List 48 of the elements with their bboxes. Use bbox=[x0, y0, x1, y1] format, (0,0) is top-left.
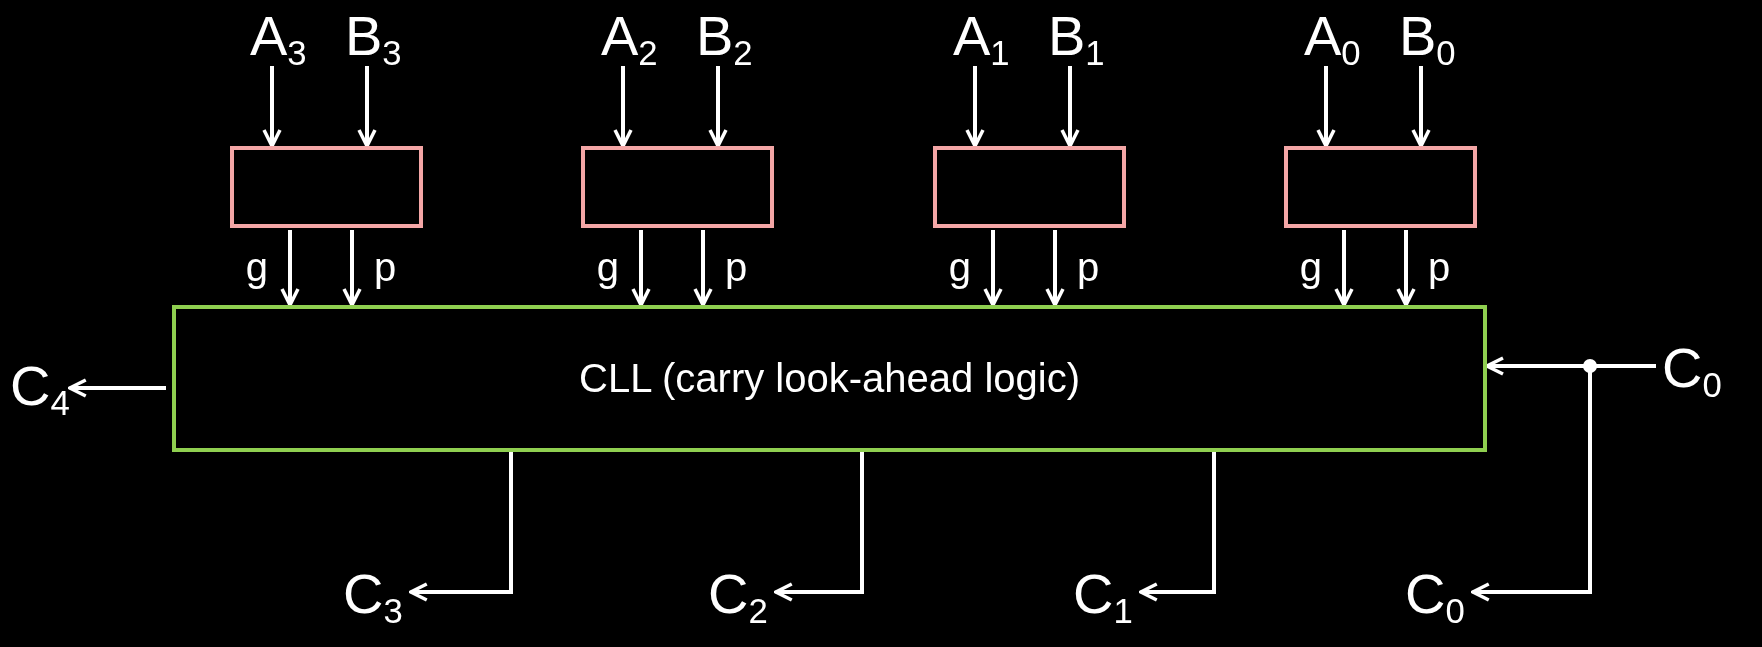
edge-label: p bbox=[374, 247, 397, 287]
arrow bbox=[1396, 230, 1416, 307]
signal-label: B$_{3}$ bbox=[345, 8, 402, 64]
edge-label: p bbox=[1077, 247, 1100, 287]
signal-label: C$_{1}$ bbox=[1073, 566, 1133, 622]
signal-label: A$_{2}$ bbox=[601, 8, 658, 64]
signal-label: A$_{1}$ bbox=[953, 8, 1010, 64]
arrow bbox=[774, 452, 864, 602]
arrow bbox=[693, 230, 713, 307]
arrow bbox=[1411, 66, 1431, 148]
edge-label: g bbox=[1299, 247, 1322, 287]
arrow bbox=[965, 66, 985, 148]
arrow bbox=[409, 452, 513, 602]
signal-label: B$_{2}$ bbox=[696, 8, 753, 64]
signal-label: A$_{3}$ bbox=[250, 8, 307, 64]
edge-label: p bbox=[725, 247, 748, 287]
arrow bbox=[631, 230, 651, 307]
logic-block bbox=[933, 146, 1126, 228]
signal-label: C$_{0}$ bbox=[1405, 566, 1465, 622]
signal-label: C$_{0}$ bbox=[1662, 340, 1722, 396]
logic-block bbox=[230, 146, 423, 228]
arrow bbox=[1316, 66, 1336, 148]
arrow bbox=[357, 66, 377, 148]
arrow bbox=[1060, 66, 1080, 148]
signal-label: C$_{2}$ bbox=[708, 566, 768, 622]
signal-label: B$_{0}$ bbox=[1399, 8, 1456, 64]
arrow bbox=[262, 66, 282, 148]
edge-label: g bbox=[948, 247, 971, 287]
block-label: CLL (carry look-ahead logic) bbox=[579, 356, 1080, 401]
signal-label: C$_{4}$ bbox=[10, 358, 70, 414]
arrow bbox=[280, 230, 300, 307]
arrow bbox=[68, 378, 166, 398]
arrow bbox=[613, 66, 633, 148]
edge-label: g bbox=[245, 247, 268, 287]
logic-block bbox=[172, 305, 1487, 452]
signal-label: C$_{3}$ bbox=[343, 566, 403, 622]
signal-label: A$_{0}$ bbox=[1304, 8, 1361, 64]
edge-label: g bbox=[596, 247, 619, 287]
arrow bbox=[342, 230, 362, 307]
arrow bbox=[1334, 230, 1354, 307]
arrow bbox=[1139, 452, 1216, 602]
signal-label: B$_{1}$ bbox=[1048, 8, 1105, 64]
arrow bbox=[983, 230, 1003, 307]
arrow bbox=[708, 66, 728, 148]
logic-block bbox=[581, 146, 774, 228]
edge-label: p bbox=[1428, 247, 1451, 287]
logic-block bbox=[1284, 146, 1477, 228]
arrow bbox=[1045, 230, 1065, 307]
